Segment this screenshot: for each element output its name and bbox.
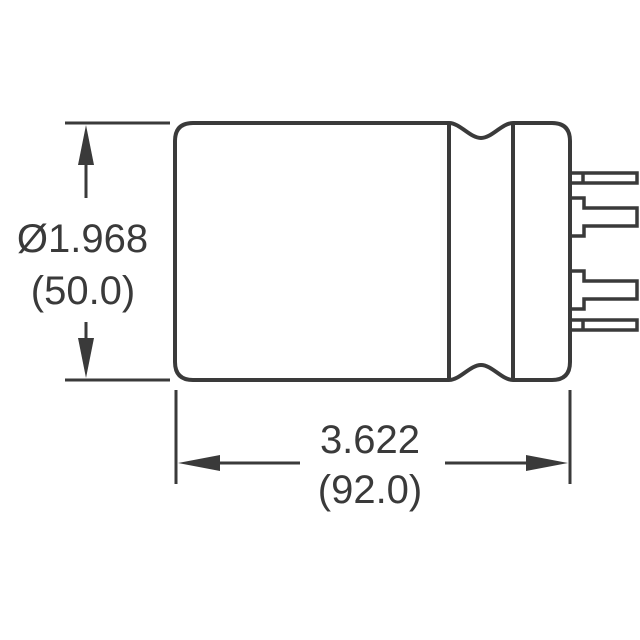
length-label-mm: (92.0) xyxy=(317,468,423,512)
length-label-inches: 3.622 xyxy=(319,418,421,462)
arrow-left-icon xyxy=(178,455,220,471)
diameter-label-inches: Ø1.968 xyxy=(16,217,149,261)
arrow-down-icon xyxy=(78,338,94,378)
terminal-pin-2 xyxy=(570,196,639,238)
terminal-pin-4 xyxy=(568,318,639,332)
capacitor-body xyxy=(173,121,572,382)
terminal-pin-3 xyxy=(570,269,639,311)
arrow-up-icon xyxy=(78,125,94,165)
terminal-pin-1 xyxy=(568,171,639,185)
arrow-right-icon xyxy=(526,455,568,471)
diameter-label-mm: (50.0) xyxy=(30,269,136,313)
